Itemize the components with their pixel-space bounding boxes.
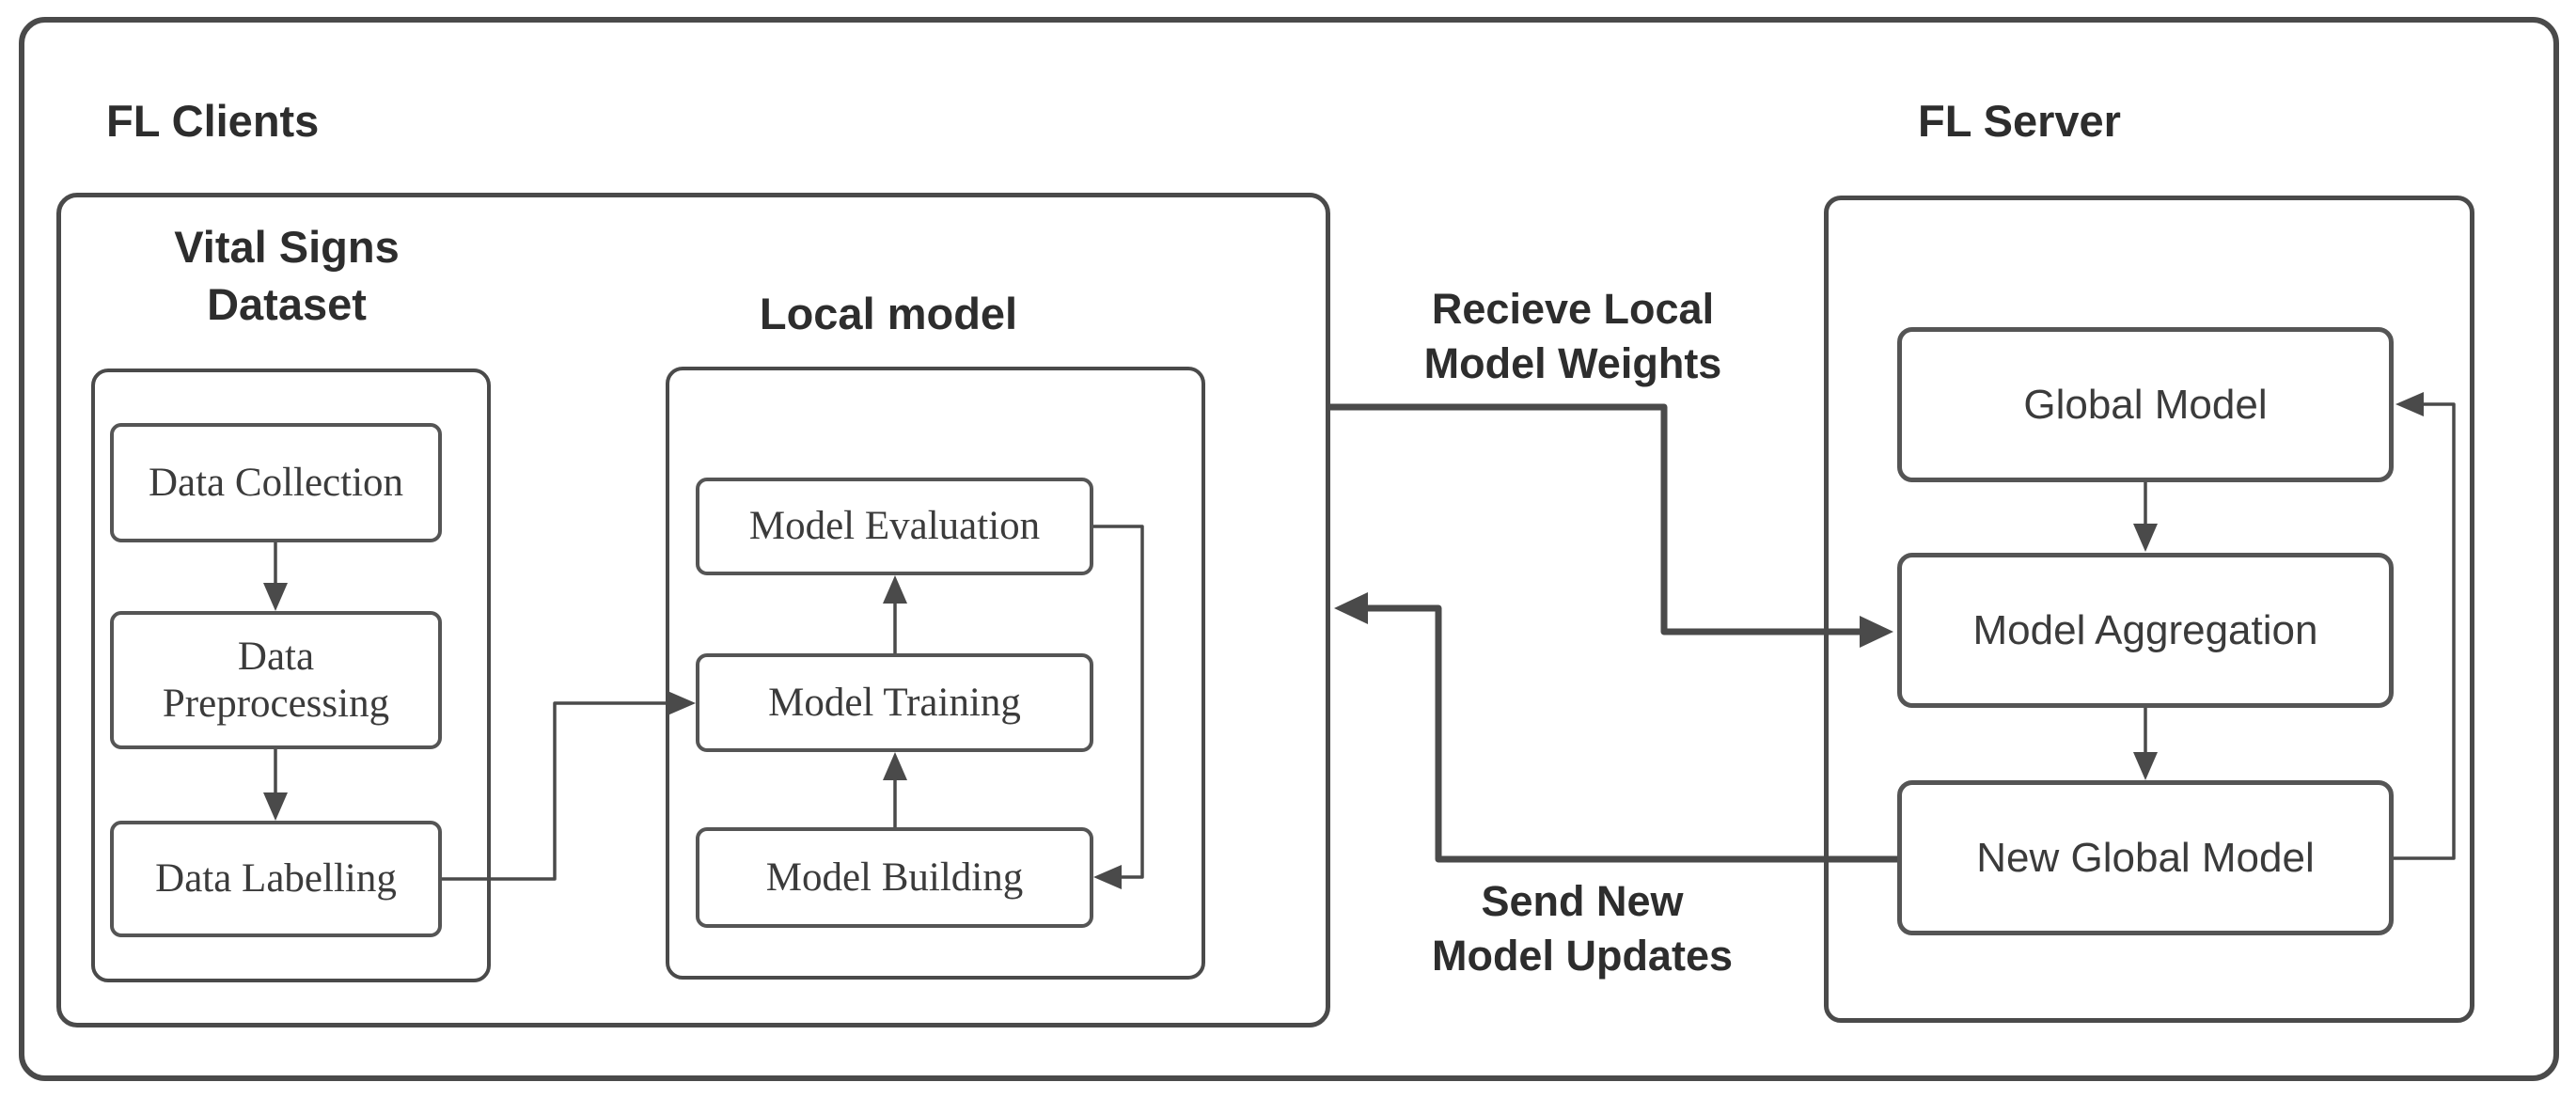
data-preprocessing-node: Data Preprocessing bbox=[110, 611, 442, 749]
send-new-model-updates-label: Send New Model Updates bbox=[1366, 874, 1798, 982]
local-model-title: Local model bbox=[759, 289, 1018, 338]
arrowhead-aggregation-to-newglobal bbox=[2133, 752, 2158, 780]
fl-server-title: FL Server bbox=[1918, 96, 2121, 146]
arrowhead-training-to-evaluation bbox=[883, 575, 907, 604]
global-model-label: Global Model bbox=[2023, 381, 2268, 428]
vital-signs-title-line1: Vital Signs bbox=[174, 222, 400, 272]
arrowhead-labelling-to-training bbox=[668, 691, 696, 715]
connector-send-new-model-updates bbox=[1347, 604, 1897, 863]
global-model-node: Global Model bbox=[1897, 327, 2394, 482]
data-preprocessing-label: Data Preprocessing bbox=[163, 634, 389, 727]
model-training-label: Model Training bbox=[768, 680, 1021, 725]
model-evaluation-label: Model Evaluation bbox=[748, 504, 1041, 549]
vital-signs-dataset-container bbox=[91, 369, 491, 982]
arrowhead-preprocessing-to-labelling bbox=[263, 792, 288, 821]
receive-label-line1: Recieve Local bbox=[1431, 285, 1715, 333]
arrowhead-global-to-aggregation bbox=[2133, 524, 2158, 552]
arrowhead-newglobal-to-global bbox=[2395, 392, 2424, 416]
send-label-line2: Model Updates bbox=[1431, 931, 1734, 980]
arrowhead-building-to-training bbox=[883, 752, 907, 780]
model-training-node: Model Training bbox=[696, 653, 1093, 752]
model-evaluation-node: Model Evaluation bbox=[696, 478, 1093, 575]
arrowhead-collection-to-preprocessing bbox=[263, 583, 288, 611]
send-label-line1: Send New bbox=[1481, 877, 1684, 925]
model-building-label: Model Building bbox=[765, 855, 1024, 900]
connector-labelling-to-training bbox=[442, 701, 688, 881]
fl-server-box bbox=[1824, 196, 2474, 1023]
local-model-container bbox=[666, 367, 1205, 980]
connector-newglobal-to-global-loop bbox=[2394, 402, 2456, 860]
connector-receive-local-model-weights bbox=[1330, 403, 1880, 635]
model-aggregation-label: Model Aggregation bbox=[1972, 606, 2318, 653]
data-preprocessing-label-line1: Data bbox=[237, 635, 315, 680]
vital-signs-title-line2: Dataset bbox=[207, 279, 367, 330]
model-building-node: Model Building bbox=[696, 827, 1093, 928]
arrowhead-receive-local-model-weights bbox=[1860, 616, 1893, 648]
data-collection-label: Data Collection bbox=[148, 460, 404, 505]
vital-signs-dataset-title: Vital Signs Dataset bbox=[80, 218, 494, 333]
data-labelling-node: Data Labelling bbox=[110, 821, 442, 937]
new-global-model-node: New Global Model bbox=[1897, 780, 2394, 935]
connector-evaluation-to-building-loop bbox=[1093, 525, 1144, 879]
fl-clients-title: FL Clients bbox=[106, 96, 320, 146]
fl-clients-box bbox=[56, 193, 1330, 1027]
arrowhead-send-new-model-updates bbox=[1334, 592, 1368, 624]
receive-label-line2: Model Weights bbox=[1423, 338, 1722, 387]
new-global-model-label: New Global Model bbox=[1976, 834, 2315, 881]
receive-local-model-weights-label: Recieve Local Model Weights bbox=[1357, 282, 1789, 390]
model-aggregation-node: Model Aggregation bbox=[1897, 553, 2394, 708]
data-preprocessing-label-line2: Preprocessing bbox=[162, 681, 390, 726]
outer-frame bbox=[19, 17, 2559, 1081]
arrowhead-evaluation-to-building bbox=[1093, 865, 1122, 889]
data-collection-node: Data Collection bbox=[110, 423, 442, 542]
data-labelling-label: Data Labelling bbox=[155, 856, 397, 902]
